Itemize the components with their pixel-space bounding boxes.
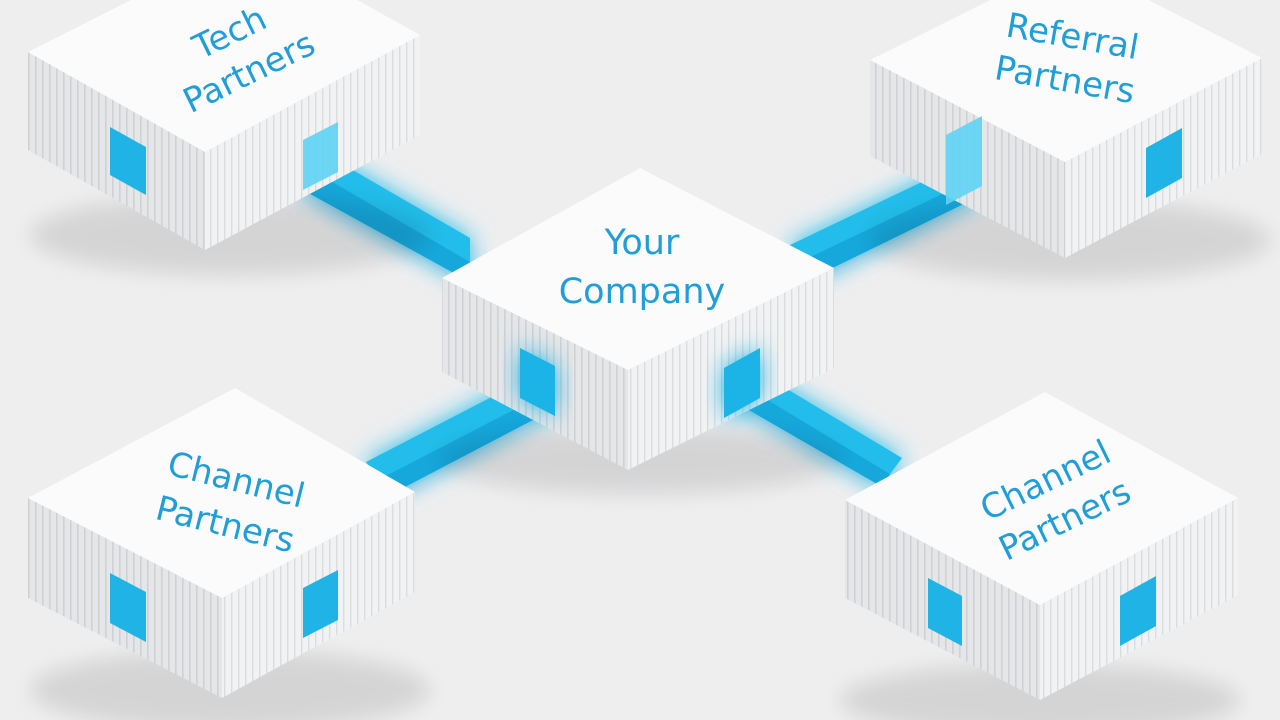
your-company-box: Your Company	[440, 168, 840, 494]
tech-partners-box: Tech Partners	[28, 0, 430, 275]
box-top-face	[442, 168, 834, 370]
box-top-face	[28, 0, 420, 152]
channel-left-port-icon	[303, 570, 338, 638]
center-label-line1: Your	[604, 223, 680, 263]
referral-box-port-icon	[946, 116, 982, 205]
tech-box-port-icon	[303, 122, 338, 190]
channel-partners-right-box: Channel Partners	[840, 392, 1240, 720]
center-label-line2: Company	[559, 272, 726, 312]
tech-box-window-icon	[110, 127, 146, 195]
center-left-port-icon	[520, 348, 555, 416]
referral-partners-box: Referral Partners	[870, 0, 1270, 280]
box-top-face	[845, 392, 1238, 605]
channel-right-window-icon	[928, 578, 962, 646]
box-top-face	[870, 0, 1262, 162]
channel-partners-left-box: Channel Partners	[28, 388, 430, 720]
channel-right-port-icon	[1120, 576, 1156, 646]
center-right-port-icon	[724, 348, 760, 418]
box-top-face	[28, 388, 415, 598]
channel-left-window-icon	[110, 573, 146, 642]
referral-box-window-icon	[1146, 128, 1182, 198]
